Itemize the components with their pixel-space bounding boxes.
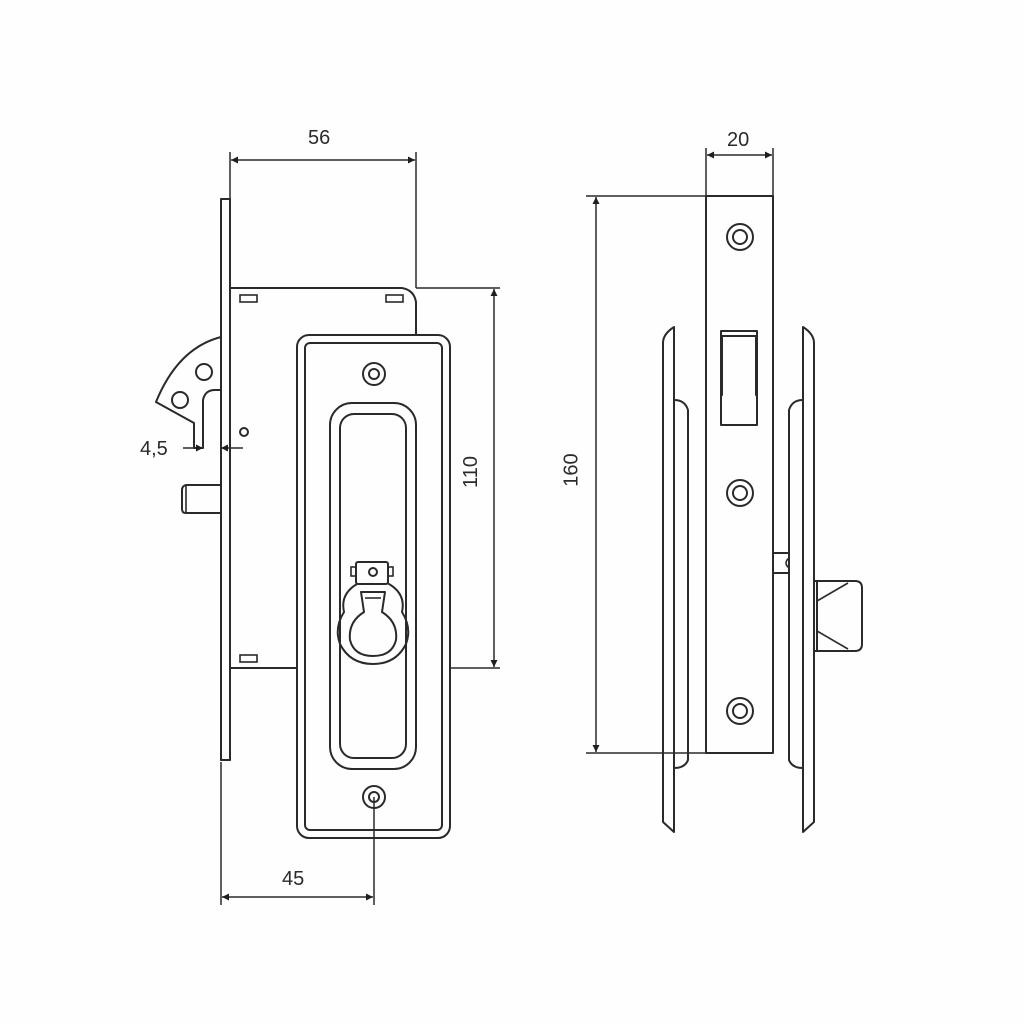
- lock-body: [229, 287, 417, 669]
- dimension-label-110: 110: [459, 456, 482, 488]
- faceplate-strip: [220, 198, 231, 761]
- dimension-label-20: 20: [727, 129, 750, 151]
- ring-pull-icon: [336, 561, 410, 665]
- dimension-56: [229, 152, 417, 288]
- side-view: [586, 148, 863, 833]
- dimension-label-160: 160: [560, 453, 583, 487]
- dimension-110: [416, 287, 500, 669]
- dimension-45: [220, 762, 375, 905]
- hook-latch: [155, 336, 249, 449]
- thumb-turn: [772, 552, 863, 652]
- pull-handle-plate: [296, 334, 451, 839]
- dimension-20: [705, 148, 774, 196]
- dimension-label-45: 45: [282, 868, 305, 890]
- side-handle-left: [662, 326, 689, 833]
- bolt-pin: [181, 484, 222, 514]
- dimension-160: [586, 195, 706, 754]
- front-view: [155, 152, 500, 905]
- dimension-label-4-5: 4,5: [140, 438, 168, 460]
- side-handle-right: [788, 326, 815, 833]
- dimension-label-56: 56: [308, 127, 331, 149]
- side-faceplate: [705, 195, 774, 754]
